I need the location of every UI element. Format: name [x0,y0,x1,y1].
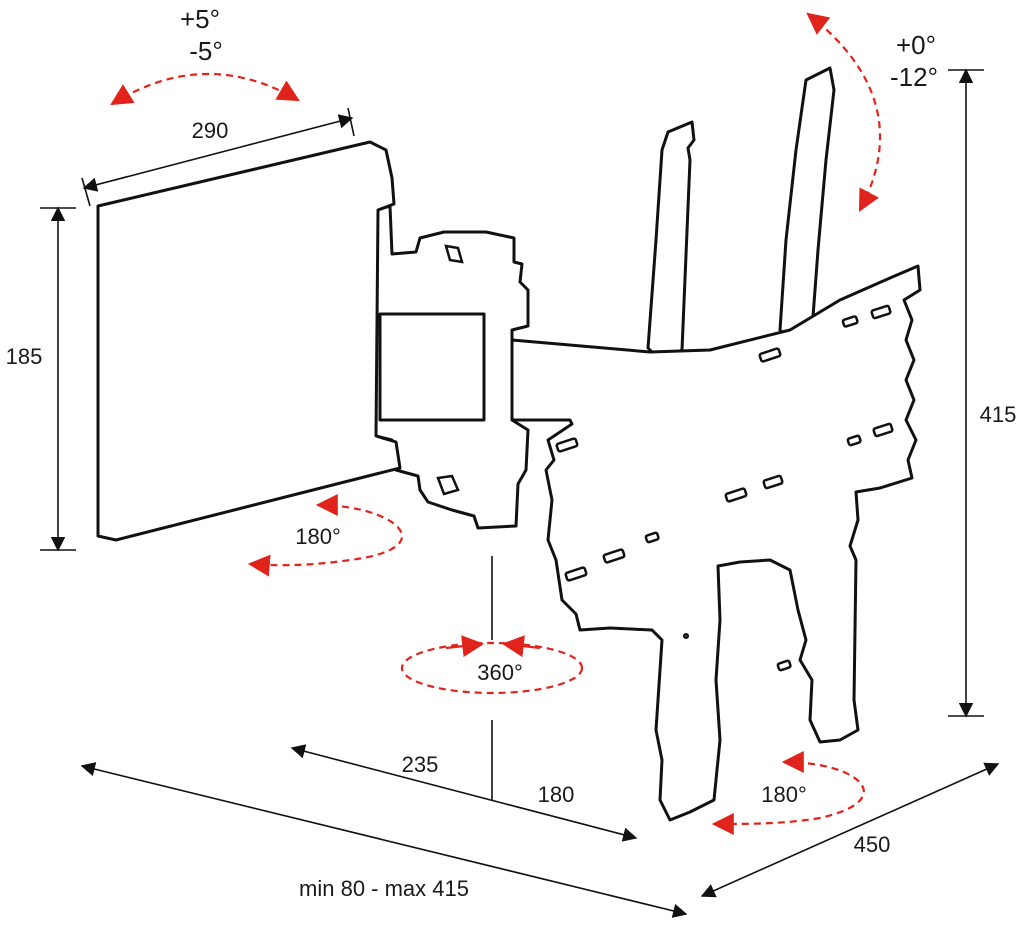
rotation-indicators [110,12,881,835]
arm-swivel-arrow-left [445,635,485,658]
reach-label: min 80 - max 415 [299,876,469,901]
dim-arm-line [290,744,638,842]
arm-bolt-bottom [436,474,460,496]
mount-tilt-arrow [806,12,881,212]
panel-tilt-minus: -5° [189,36,223,66]
wall-plate-slots [555,304,894,672]
wall-plate-body [510,264,922,822]
arm-swivel-label: 360° [477,660,523,685]
wall-plate-right-upright [778,66,836,342]
dim-cap [81,177,91,207]
panel-tilt-plus: +5° [180,4,220,34]
panel-tilt-arrow [110,72,300,106]
dim-cap [347,107,355,137]
arm-window [378,312,486,422]
mount-swivel-label: 180° [761,782,807,807]
dimension-lines [40,68,1000,918]
mount-height-label: 415 [980,402,1017,427]
swivel-arm [374,204,530,530]
dim-panel-width-line [82,114,354,192]
panel-height-label: 185 [6,344,43,369]
arm-1-label: 235 [402,752,439,777]
depth-label: 450 [854,832,891,857]
tv-panel [96,140,402,542]
dim-depth-line [700,762,1000,898]
panel-width-label: 290 [192,118,229,143]
mount-tilt-plus: +0° [896,30,936,60]
panel-swivel-label: 180° [295,524,341,549]
dim-reach-line [80,762,688,918]
arm-bolt-top [444,244,464,264]
arm-2-label: 180 [538,782,575,807]
labels: +5° -5° +0° -12° 290 185 415 235 180 450… [6,4,1017,901]
wall-plate-left-upright [646,120,696,362]
wall-plate [510,66,922,822]
panel-swivel-arrow [247,494,404,577]
mount-tilt-minus: -12° [890,62,938,92]
arm-swivel-ellipse [400,641,584,695]
arm-swivel-arrow-right [501,635,541,658]
mount-swivel-arrow [711,751,865,835]
